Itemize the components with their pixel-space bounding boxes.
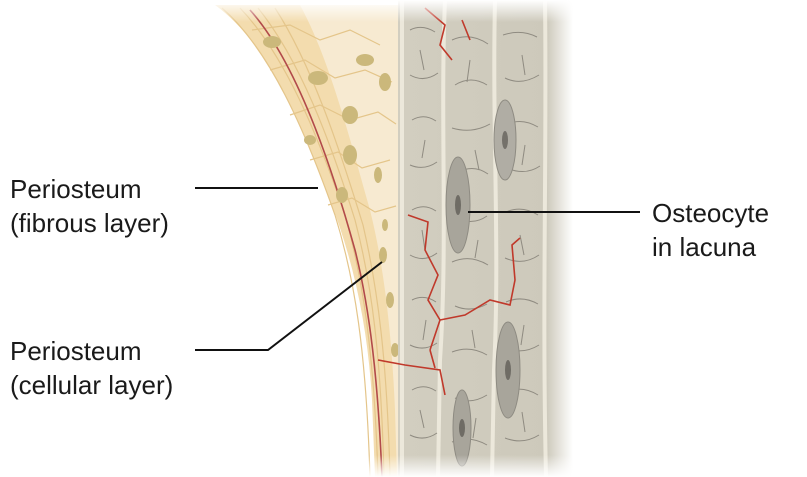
label-periosteum-cellular-line2: (cellular layer) — [10, 368, 173, 402]
label-periosteum-cellular: Periosteum (cellular layer) — [10, 334, 173, 402]
label-osteocyte-line1: Osteocyte — [652, 196, 769, 230]
label-periosteum-fibrous-line1: Periosteum — [10, 172, 169, 206]
label-osteocyte-line2: in lacuna — [652, 230, 769, 264]
label-osteocyte: Osteocyte in lacuna — [652, 196, 769, 264]
label-periosteum-fibrous-line2: (fibrous layer) — [10, 206, 169, 240]
label-periosteum-cellular-line1: Periosteum — [10, 334, 173, 368]
label-periosteum-fibrous: Periosteum (fibrous layer) — [10, 172, 169, 240]
